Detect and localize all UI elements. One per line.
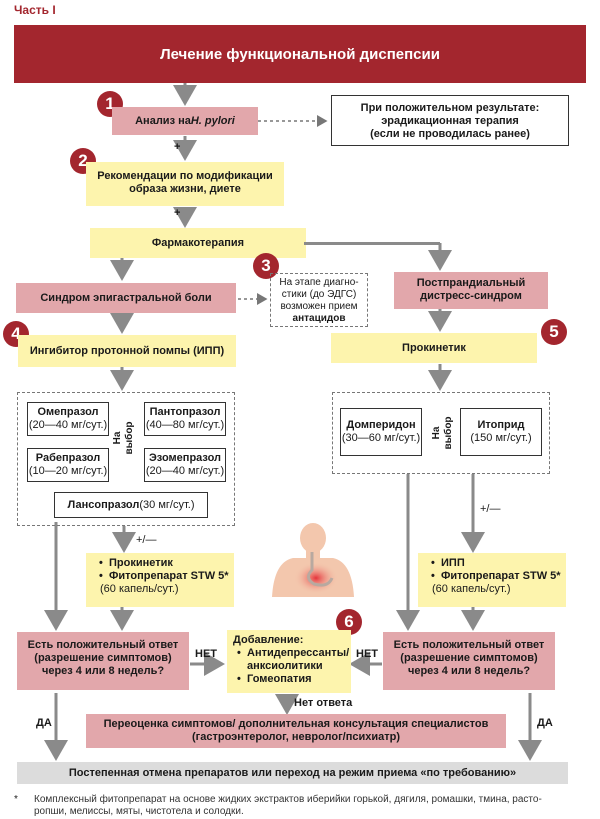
ppi-drug-card: Рабепразол (10—20 мг/сут.): [27, 448, 109, 482]
postprandial-line1: Постпрандиальный: [416, 277, 526, 289]
postprandial-box: Постпрандиальный дистресс-синдром: [394, 272, 548, 309]
no-response-label: Нет ответа: [294, 697, 353, 709]
choice-label: На выбор: [112, 421, 135, 455]
hp-positive-line3: (если не проводилась ранее): [370, 128, 530, 140]
plus-minus-label: +/—: [480, 503, 501, 515]
addition-item: Гомеопатия: [237, 673, 351, 686]
drug-name: Итоприд: [477, 419, 525, 431]
step-badge-3: 3: [253, 253, 279, 279]
antacids-line3: возможен прием: [280, 301, 358, 312]
ppi-drug-card: Пантопразол (40—80 мг/сут.): [144, 402, 226, 436]
addon-item: Фитопрепарат STW 5*: [99, 570, 234, 583]
plus-sign: +: [174, 207, 181, 219]
drug-dose: (10—20 мг/сут.): [28, 465, 108, 477]
drug-name: Омепразол: [37, 406, 99, 418]
footnote-mark: *: [14, 794, 18, 805]
drug-dose: (30—60 мг/сут.): [341, 432, 421, 444]
addon-dose: (60 капель/сут.): [432, 583, 511, 595]
prokinetic-choice-group: [332, 392, 550, 474]
response-line2: (разрешение симптомов): [34, 652, 172, 664]
hp-test-box: Анализ на H. pylori: [112, 107, 258, 135]
response-line3: через 4 или 8 недель?: [41, 665, 165, 677]
response-line2: (разрешение симптомов): [400, 652, 538, 664]
hp-test-prefix: Анализ на: [135, 114, 191, 127]
footnote: Комплексный фитопрепарат на основе жидки…: [34, 794, 542, 817]
addon-item: Фитопрепарат STW 5*: [431, 570, 566, 583]
hp-positive-line2: эрадикационная терапия: [381, 115, 519, 127]
lifestyle-box: Рекомендации по модификации образа жизни…: [86, 162, 284, 206]
drug-dose: (20—40 мг/сут.): [145, 465, 225, 477]
ppi-box: Ингибитор протонной помпы (ИПП): [18, 335, 236, 367]
drug-dose: (20—40 мг/сут.): [28, 419, 108, 431]
antacids-line2: стики (до ЭДГС): [281, 289, 357, 300]
no-label: НЕТ: [356, 648, 378, 660]
reassess-line2: (гастроэнтеролог, невролог/психиатр): [191, 731, 401, 743]
final-step-box: Постепенная отмена препаратов или перехо…: [17, 762, 568, 784]
step-badge-5: 5: [541, 319, 567, 345]
antacids-line4: антацидов: [292, 313, 346, 324]
drug-dose: (150 мг/сут.): [470, 432, 532, 444]
addition-item-cont: анксиолитики: [247, 660, 323, 672]
addon-item: Прокинетик: [99, 557, 234, 570]
page-title: Лечение функциональной диспепсии: [14, 25, 586, 83]
choice-label: На выбор: [431, 416, 454, 450]
right-addon-box: ИПП Фитопрепарат STW 5* (60 капель/сут.): [418, 553, 566, 607]
epigastric-pain-box: Синдром эпигастральной боли: [16, 283, 236, 313]
ppi-drug-card: Омепразол (20—40 мг/сут.): [27, 402, 109, 436]
drug-dose: (30 мг/сут.): [139, 498, 195, 511]
postprandial-line2: дистресс-синдром: [420, 290, 522, 302]
lansoprazole-card: Лансопразол (30 мг/сут.): [54, 492, 208, 518]
reassessment-box: Переоценка симптомов/ дополнительная кон…: [86, 714, 506, 748]
antacids-note: На этапе диагно- стики (до ЭДГС) возможе…: [270, 273, 368, 327]
part-label: Часть I: [14, 3, 56, 17]
response-line1: Есть положительный ответ: [27, 639, 179, 651]
left-response-box: Есть положительный ответ (разрешение сим…: [17, 632, 189, 690]
addition-title: Добавление:: [233, 634, 304, 646]
ppi-choice-group: [17, 392, 235, 526]
addon-item: ИПП: [431, 557, 566, 570]
drug-name: Рабепразол: [35, 452, 101, 464]
drug-dose: (40—80 мг/сут.): [145, 419, 225, 431]
lifestyle-line1: Рекомендации по модификации: [97, 170, 273, 182]
hp-positive-box: При положительном результате: эрадикацио…: [331, 95, 569, 146]
reassess-line1: Переоценка симптомов/ дополнительная кон…: [103, 718, 489, 730]
antacids-line1: На этапе диагно-: [279, 277, 359, 288]
lifestyle-line2: образа жизни, диете: [129, 183, 241, 195]
response-line1: Есть положительный ответ: [393, 639, 545, 651]
drug-name: Лансопразол: [67, 498, 140, 511]
hp-positive-line1: При положительном результате:: [360, 102, 540, 114]
yes-label: ДА: [36, 717, 52, 729]
pharmacotherapy-connector: [304, 242, 440, 245]
plus-minus-label: +/—: [136, 534, 157, 546]
prokinetic-drug-card: Домперидон (30—60 мг/сут.): [340, 408, 422, 456]
drug-name: Эзомепразол: [148, 452, 222, 464]
no-label: НЕТ: [195, 648, 217, 660]
left-addon-box: Прокинетик Фитопрепарат STW 5* (60 капел…: [86, 553, 234, 607]
ppi-drug-card: Эзомепразол (20—40 мг/сут.): [144, 448, 226, 482]
pharmacotherapy-box: Фармакотерапия: [90, 228, 306, 258]
addition-box: Добавление: Антидепрессанты/анксиолитики…: [227, 630, 351, 693]
hp-test-organism: H. pylori: [190, 114, 235, 127]
response-line3: через 4 или 8 недель?: [407, 665, 531, 677]
yes-label: ДА: [537, 717, 553, 729]
prokinetic-box: Прокинетик: [331, 333, 537, 363]
drug-name: Домперидон: [346, 419, 416, 431]
addition-item: Антидепрессанты/: [247, 647, 350, 659]
stomach-illustration: [272, 523, 354, 597]
addon-dose: (60 капель/сут.): [100, 583, 179, 595]
plus-sign: +: [174, 141, 181, 153]
prokinetic-drug-card: Итоприд (150 мг/сут.): [460, 408, 542, 456]
right-response-box: Есть положительный ответ (разрешение сим…: [383, 632, 555, 690]
drug-name: Пантопразол: [149, 406, 221, 418]
